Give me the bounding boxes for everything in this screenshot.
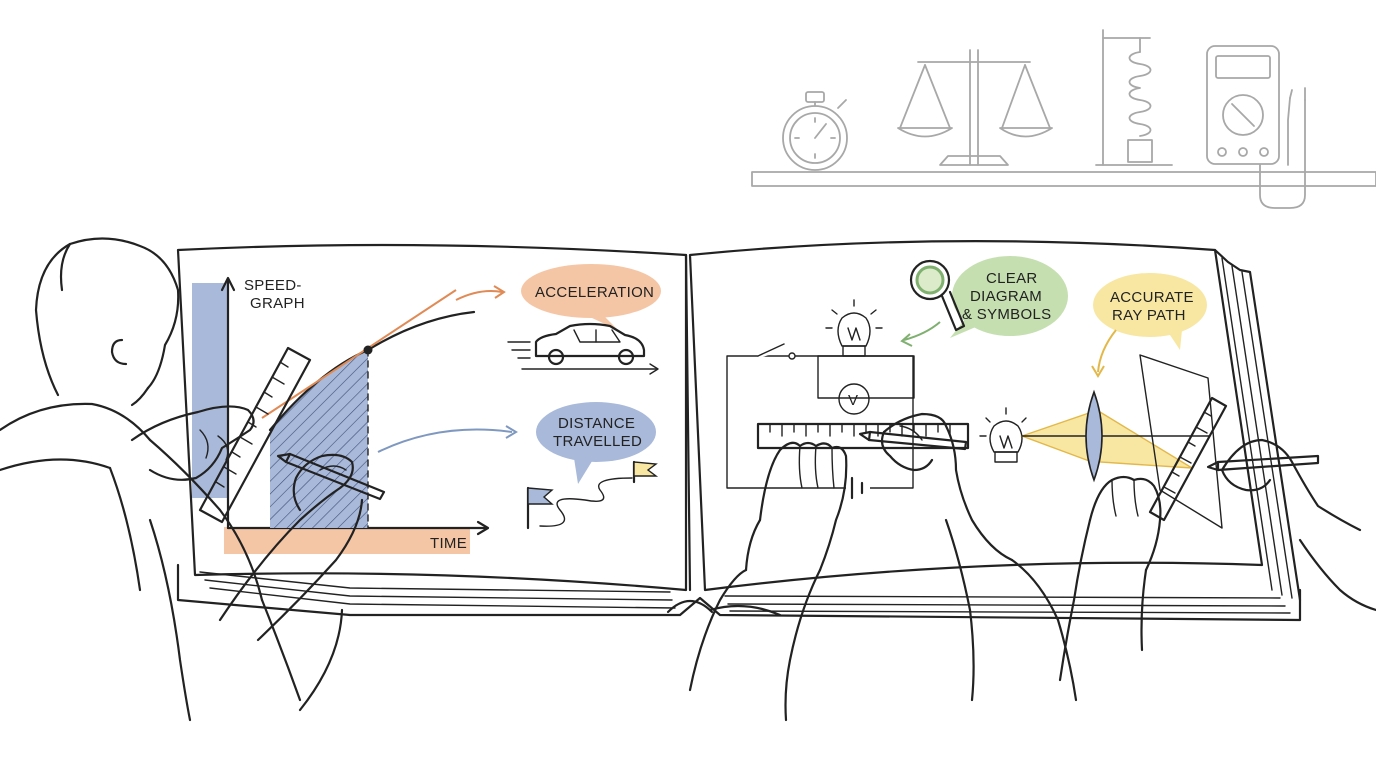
lens-icon xyxy=(1085,389,1103,483)
student-right xyxy=(1058,438,1376,682)
ray-path-callout: ACCURATE RAY PATH xyxy=(1091,273,1207,378)
speed-graph-label-line1: SPEED- xyxy=(244,277,302,294)
speed-graph-label-line2: GRAPH xyxy=(250,295,305,312)
time-axis-label: TIME xyxy=(430,535,467,552)
student-left xyxy=(0,237,364,722)
ray-path-line1: ACCURATE xyxy=(1110,289,1194,306)
stopwatch-icon xyxy=(782,91,848,171)
open-book xyxy=(176,240,1302,622)
instrument-shelf xyxy=(751,29,1376,209)
speed-axis-highlight xyxy=(192,283,228,498)
magnifier-icon xyxy=(909,259,966,332)
light-cone xyxy=(1019,411,1093,464)
tangent-point xyxy=(363,345,373,355)
tangent-line xyxy=(261,289,457,419)
clear-diagram-line3: & SYMBOLS xyxy=(962,306,1051,323)
pencil-icon xyxy=(276,452,386,501)
acceleration-label: ACCELERATION xyxy=(535,284,654,301)
clear-diagram-callout: CLEAR DIAGRAM & SYMBOLS xyxy=(900,256,1068,347)
distance-label-line1: DISTANCE xyxy=(558,415,635,432)
acceleration-callout: ACCELERATION xyxy=(455,264,661,375)
clear-diagram-line2: DIAGRAM xyxy=(970,288,1042,305)
time-axis-highlight xyxy=(224,527,470,554)
multimeter-icon xyxy=(1206,45,1306,209)
voltmeter-symbol xyxy=(838,383,870,415)
distance-callout: DISTANCE TRAVELLED xyxy=(377,402,659,530)
car-icon xyxy=(507,322,659,375)
distance-label-line2: TRAVELLED xyxy=(553,433,642,450)
balance-scale-icon xyxy=(897,49,1053,166)
speed-time-graph: SPEED- GRAPH TIME xyxy=(192,276,490,554)
ray-path-line2: RAY PATH xyxy=(1112,307,1186,324)
flag-icon xyxy=(526,460,659,530)
spring-stand-icon xyxy=(1095,29,1173,166)
light-bulb-icon xyxy=(825,299,883,357)
ruler-icon xyxy=(198,346,312,524)
circuit-diagram: V xyxy=(726,299,915,500)
clear-diagram-line1: CLEAR xyxy=(986,270,1038,287)
ray-diagram xyxy=(979,354,1223,529)
voltmeter-label: V xyxy=(848,392,858,409)
student-middle xyxy=(688,412,1078,722)
